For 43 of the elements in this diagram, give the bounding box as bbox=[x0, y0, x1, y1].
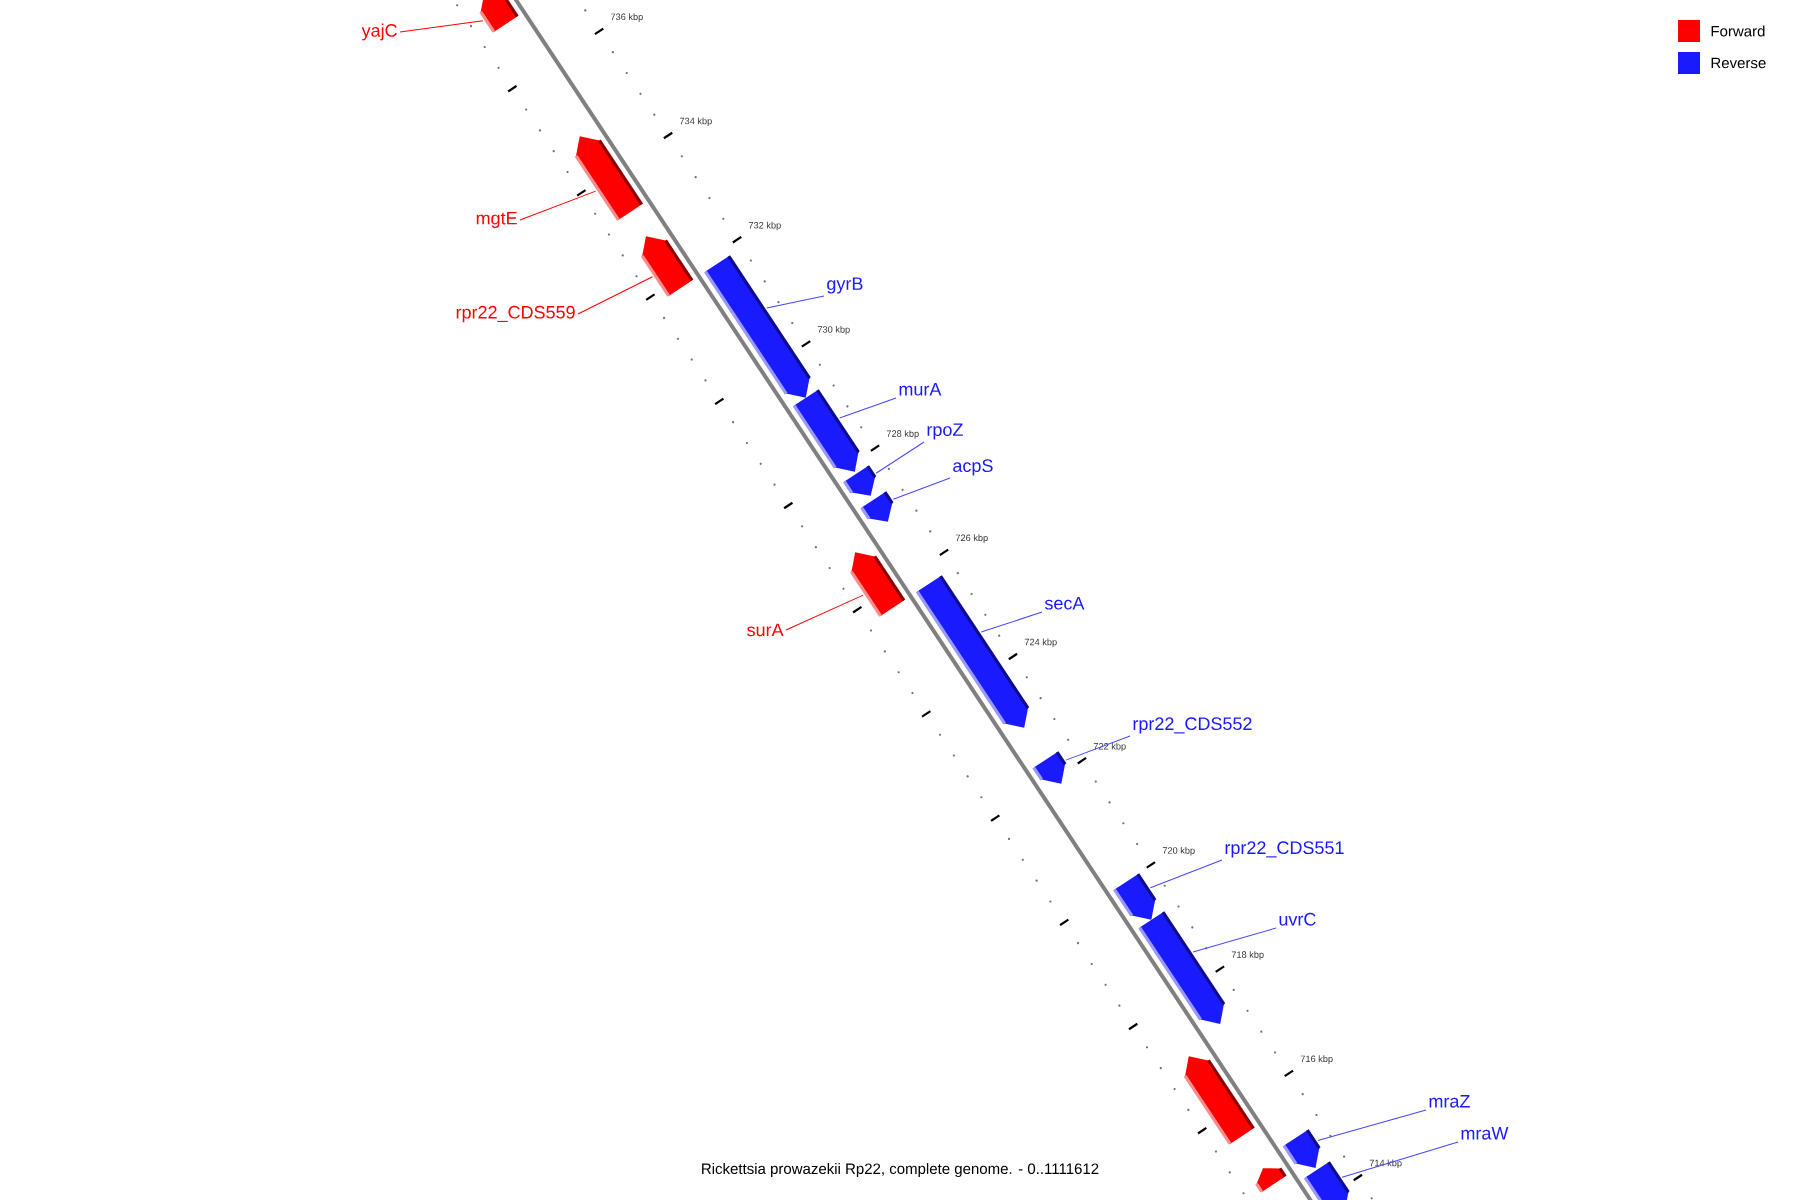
gene-block bbox=[574, 136, 644, 221]
gene-label: gyrB bbox=[827, 277, 863, 294]
gene-block bbox=[850, 552, 906, 617]
gene-label: rpr22_CDS552 bbox=[1133, 717, 1252, 734]
leader-line bbox=[1341, 1141, 1459, 1178]
leader-line bbox=[519, 190, 597, 221]
gene-label: surA bbox=[747, 623, 784, 637]
gene-label: yajC bbox=[361, 23, 397, 41]
gene-block bbox=[843, 465, 877, 496]
gene-label: rpoZ bbox=[927, 423, 963, 440]
leader-line bbox=[577, 276, 653, 315]
gene-label: mgtE bbox=[476, 211, 517, 229]
leader-line bbox=[399, 20, 484, 33]
gene-block bbox=[1032, 751, 1067, 784]
leader-line bbox=[1149, 859, 1223, 889]
gene-label: rpr22_CDS551 bbox=[1225, 841, 1344, 858]
gene-block bbox=[1113, 873, 1157, 920]
gene-block bbox=[1255, 1167, 1287, 1193]
gene-label: secA bbox=[1044, 597, 1085, 610]
gene-block bbox=[1138, 911, 1226, 1024]
gene-label: acpS bbox=[953, 459, 993, 476]
gene-block bbox=[1282, 1129, 1321, 1168]
leader-line bbox=[839, 397, 897, 419]
leader-line bbox=[875, 441, 925, 474]
gene-label: uvrC bbox=[1279, 912, 1316, 926]
leader-line bbox=[1065, 735, 1131, 761]
gene-block bbox=[704, 255, 811, 398]
gene-label: rpr22_CDS559 bbox=[456, 305, 575, 323]
gene-block bbox=[1303, 1161, 1350, 1200]
gene-label: mraW bbox=[1461, 1127, 1509, 1140]
gene-block bbox=[860, 491, 894, 522]
gene-label: mraZ bbox=[1429, 1095, 1470, 1108]
gene-block bbox=[1183, 1056, 1255, 1145]
leader-line bbox=[892, 477, 951, 500]
leader-line bbox=[785, 594, 864, 631]
gene-label: murA bbox=[899, 383, 942, 396]
gene-block bbox=[792, 389, 860, 472]
gene-block bbox=[640, 236, 694, 297]
leader-line bbox=[766, 295, 825, 309]
leader-line bbox=[1317, 1109, 1427, 1141]
leader-line bbox=[1192, 927, 1277, 953]
leader-line bbox=[980, 611, 1043, 633]
gene-block bbox=[479, 0, 519, 33]
